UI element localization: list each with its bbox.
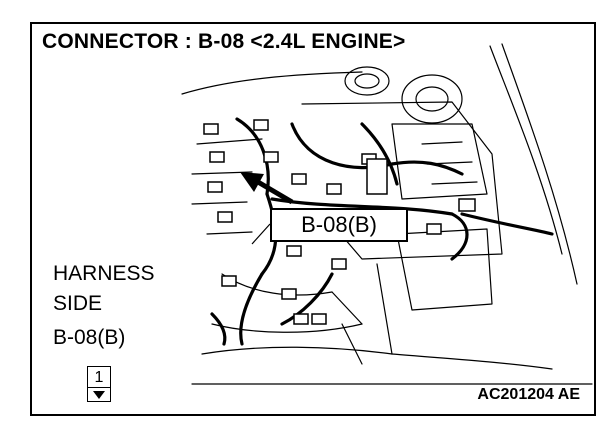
connector-pin-diagram: 1 [87,366,111,402]
connector-callout-label: B-08(B) [270,208,408,242]
diagram-title: CONNECTOR : B-08 <2.4L ENGINE> [42,30,406,53]
pin-divider [88,387,110,388]
figure-code: AC201204 AE [477,386,580,403]
diagram-frame: CONNECTOR : B-08 <2.4L ENGINE> B-08(B) H… [30,22,596,416]
pin-arrow-icon [93,391,105,399]
pin-number: 1 [94,369,104,386]
harness-label: HARNESS [53,262,155,285]
harness-connector-id: B-08(B) [53,326,126,349]
side-label: SIDE [53,292,103,315]
engine-bay-illustration [181,43,593,385]
pointer-arrow [240,172,294,205]
